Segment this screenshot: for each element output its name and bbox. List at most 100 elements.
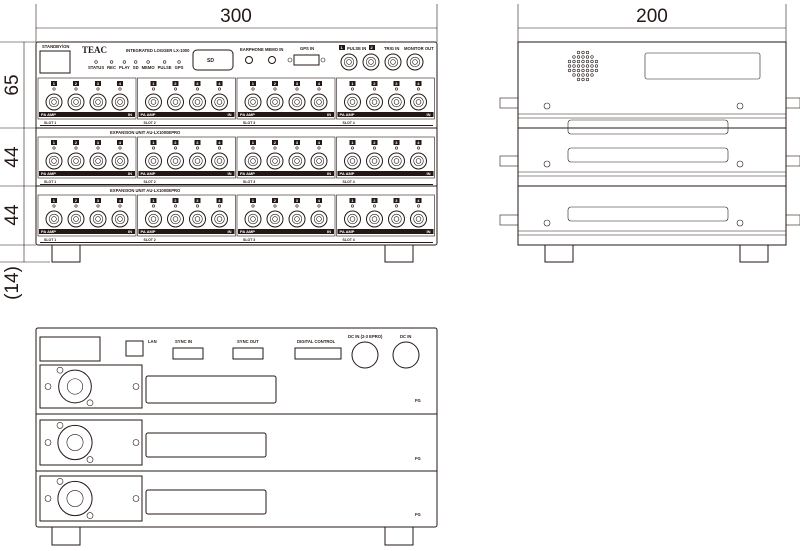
input-bnc[interactable] bbox=[211, 93, 228, 111]
input-bnc[interactable] bbox=[388, 93, 405, 111]
input-bnc[interactable] bbox=[344, 210, 361, 228]
channel-number: 1 bbox=[53, 198, 56, 203]
input-bnc[interactable] bbox=[244, 93, 262, 111]
input-bnc[interactable] bbox=[67, 210, 85, 228]
input-bnc[interactable] bbox=[244, 152, 262, 170]
input-bnc[interactable] bbox=[388, 152, 405, 170]
input-bnc[interactable] bbox=[266, 93, 284, 111]
input-bnc[interactable] bbox=[344, 93, 361, 111]
input-bnc[interactable] bbox=[211, 152, 228, 170]
channel-led bbox=[394, 146, 398, 150]
input-bnc[interactable] bbox=[89, 152, 107, 170]
input-bnc[interactable] bbox=[45, 210, 63, 228]
standby-button[interactable] bbox=[39, 50, 71, 74]
input-bnc-pin bbox=[216, 216, 223, 222]
input-bnc[interactable] bbox=[366, 152, 383, 170]
input-bnc[interactable] bbox=[145, 152, 162, 170]
gps-in-connector[interactable] bbox=[293, 54, 320, 66]
input-bnc[interactable] bbox=[89, 210, 107, 228]
input-bnc[interactable] bbox=[189, 210, 206, 228]
input-bnc[interactable] bbox=[244, 210, 262, 228]
input-bnc[interactable] bbox=[111, 93, 129, 111]
input-bnc[interactable] bbox=[410, 152, 427, 170]
input-bnc[interactable] bbox=[288, 152, 306, 170]
slot-label: SLOT 2 bbox=[144, 121, 156, 125]
vent-hole bbox=[585, 77, 590, 82]
input-bnc[interactable] bbox=[288, 93, 306, 111]
digital-control-connector[interactable] bbox=[294, 347, 342, 360]
lan-label: LAN bbox=[148, 339, 157, 344]
dim-depth: 200 bbox=[636, 6, 668, 27]
input-bnc-ring bbox=[313, 155, 325, 167]
dc-in-connector[interactable] bbox=[392, 341, 420, 369]
channel-number: 3 bbox=[296, 81, 299, 86]
input-bnc[interactable] bbox=[211, 210, 228, 228]
channel-number: 4 bbox=[218, 140, 221, 145]
input-bnc[interactable] bbox=[288, 210, 306, 228]
channel-led bbox=[295, 87, 299, 91]
input-bnc-pin bbox=[415, 216, 422, 222]
sync-out-connector[interactable] bbox=[232, 347, 264, 360]
channel-badge bbox=[371, 81, 378, 86]
channel-badge bbox=[216, 198, 223, 203]
channel-led bbox=[218, 204, 222, 208]
lan-port[interactable] bbox=[125, 340, 144, 357]
input-bnc[interactable] bbox=[45, 152, 63, 170]
input-bnc[interactable] bbox=[410, 93, 427, 111]
channel-badge bbox=[117, 198, 123, 203]
input-bnc[interactable] bbox=[111, 210, 129, 228]
input-bnc[interactable] bbox=[167, 152, 184, 170]
channel-number: 1 bbox=[252, 198, 255, 203]
input-bnc[interactable] bbox=[310, 210, 328, 228]
pulse-in-1-bnc-ring bbox=[343, 56, 355, 68]
channel-badge bbox=[194, 198, 201, 203]
sd-slot[interactable] bbox=[192, 49, 234, 71]
input-bnc-ring bbox=[48, 96, 60, 108]
input-bnc[interactable] bbox=[67, 93, 85, 111]
input-bnc[interactable] bbox=[145, 210, 162, 228]
input-bnc[interactable] bbox=[189, 93, 206, 111]
input-bnc[interactable] bbox=[189, 152, 206, 170]
screw bbox=[736, 102, 744, 110]
dc-in-epro-connector[interactable] bbox=[351, 341, 379, 369]
pulse-in-1-bnc[interactable] bbox=[340, 53, 358, 71]
fan-panel bbox=[39, 364, 143, 409]
input-bnc[interactable] bbox=[111, 152, 129, 170]
channel-number: 4 bbox=[318, 140, 321, 145]
input-bnc[interactable] bbox=[266, 210, 284, 228]
channel-led bbox=[218, 87, 222, 91]
channel-badge bbox=[172, 198, 179, 203]
input-bnc[interactable] bbox=[310, 93, 328, 111]
input-bnc[interactable] bbox=[167, 93, 184, 111]
vent-hole bbox=[576, 68, 581, 73]
input-bnc[interactable] bbox=[45, 93, 63, 111]
amp-label: PA AMP bbox=[41, 229, 56, 234]
memo-in-jack[interactable] bbox=[268, 56, 276, 64]
side-rear-profile bbox=[785, 214, 800, 226]
input-bnc[interactable] bbox=[266, 152, 284, 170]
input-bnc[interactable] bbox=[388, 210, 405, 228]
input-bnc[interactable] bbox=[167, 210, 184, 228]
input-bnc[interactable] bbox=[67, 152, 85, 170]
channel-number: 2 bbox=[174, 81, 177, 86]
input-bnc[interactable] bbox=[410, 210, 427, 228]
input-bnc-ring bbox=[170, 213, 181, 225]
pulse-in-2-bnc[interactable] bbox=[362, 53, 380, 71]
in-label: IN bbox=[327, 171, 331, 176]
input-bnc[interactable] bbox=[366, 210, 383, 228]
vent-hole bbox=[594, 64, 599, 68]
channel-badge bbox=[194, 140, 201, 145]
channel-badge bbox=[172, 81, 179, 86]
trig-in-bnc[interactable] bbox=[384, 53, 402, 71]
slot-label-bar bbox=[138, 112, 235, 117]
input-bnc[interactable] bbox=[310, 152, 328, 170]
input-bnc[interactable] bbox=[145, 93, 162, 111]
input-bnc[interactable] bbox=[366, 93, 383, 111]
monitor-out-bnc[interactable] bbox=[406, 53, 424, 71]
input-bnc[interactable] bbox=[344, 152, 361, 170]
earphone-jack[interactable] bbox=[245, 56, 253, 64]
sync-in-connector[interactable] bbox=[172, 347, 204, 360]
input-bnc[interactable] bbox=[89, 93, 107, 111]
